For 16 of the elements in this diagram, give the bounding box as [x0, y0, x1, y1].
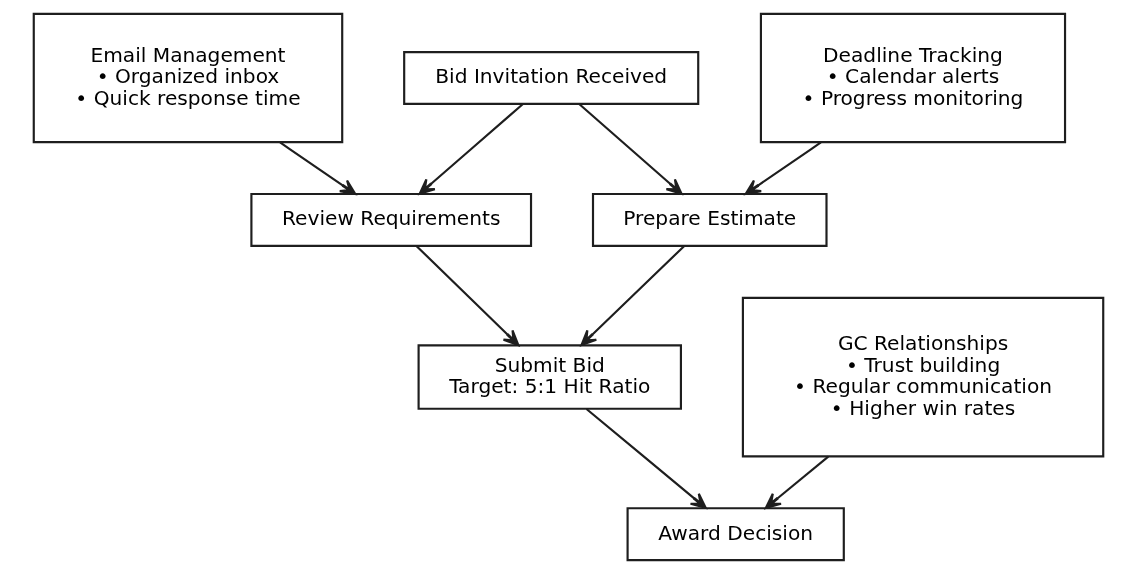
node-box: Award Decision [626, 507, 845, 562]
node-box: Review Requirements [249, 192, 532, 247]
arrow [585, 408, 707, 509]
node-box: GC Relationships • Trust building • Regular communication • Higher win rates [741, 296, 1104, 458]
node-box: Email Management • Organized inbox • Quick response time [32, 12, 343, 144]
arrow [418, 103, 524, 195]
arrow [577, 103, 683, 195]
arrow [579, 245, 685, 347]
node-box: Prepare Estimate [591, 192, 828, 247]
arrow [415, 245, 519, 347]
arrow [279, 141, 356, 196]
arrow [744, 141, 821, 196]
node-box: Bid Invitation Received [402, 51, 699, 106]
arrow [764, 455, 829, 510]
node-box: Submit Bid Target: 5:1 Hit Ratio [417, 344, 682, 410]
node-box: Deadline Tracking • Calendar alerts • Progress monitoring [759, 12, 1066, 144]
